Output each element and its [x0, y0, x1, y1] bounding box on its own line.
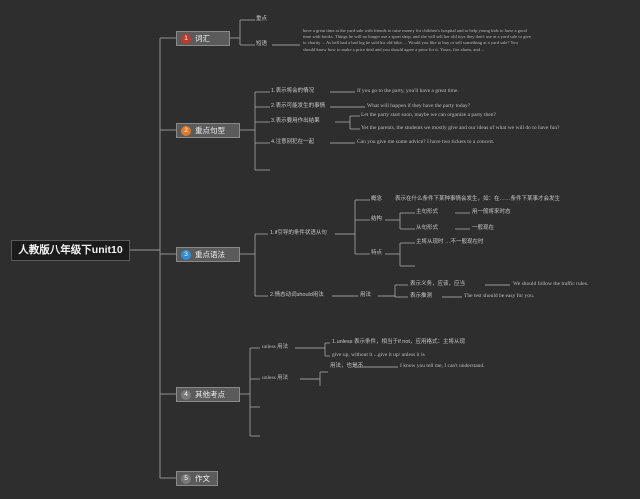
- badge-3: 3: [181, 250, 191, 260]
- other-example: I know you tell me, I can't understand.: [400, 363, 485, 369]
- sentence-example: Yet the parents, the students we mostly …: [361, 125, 560, 131]
- topic-composition[interactable]: 5 作文: [176, 471, 218, 486]
- topic-vocabulary[interactable]: 1 词汇: [176, 31, 230, 46]
- sentence-item[interactable]: 3.表示要用作出结果: [271, 118, 320, 124]
- badge-5: 5: [181, 474, 191, 484]
- sentence-item[interactable]: 2.表示可能发生的事情: [271, 103, 326, 109]
- grammar-node[interactable]: 特点: [371, 250, 383, 256]
- grammar-desc: …不一般现在时: [445, 239, 484, 245]
- topic-label: 词汇: [195, 34, 210, 43]
- other-branch-unless-2[interactable]: unless 用法: [262, 375, 289, 381]
- grammar-node[interactable]: 表示义务，应该，应当: [410, 281, 466, 287]
- sentence-item[interactable]: 4.注意别犯在一起: [271, 139, 315, 145]
- topic-label: 作文: [195, 474, 210, 483]
- vocab-item[interactable]: 重点: [256, 16, 268, 22]
- grammar-desc: 一般现在: [472, 225, 495, 231]
- topic-other-points[interactable]: 4 其他考点: [176, 387, 240, 402]
- topic-label: 重点句型: [195, 126, 225, 135]
- other-line: give up, without it ...give it up/ unles…: [332, 352, 425, 358]
- badge-1: 1: [181, 34, 191, 44]
- sentence-example: Let the party start soon, maybe we can o…: [361, 112, 496, 118]
- grammar-branch-should[interactable]: 2.情态动词should用法: [270, 292, 324, 298]
- grammar-node[interactable]: 用法: [360, 292, 372, 298]
- sentence-example: Can you give me some advice? I have two …: [357, 139, 495, 145]
- root-node[interactable]: 人教版八年级下unit10: [11, 240, 130, 261]
- badge-2: 2: [181, 126, 191, 136]
- grammar-node[interactable]: 主句形式: [416, 209, 439, 215]
- sentence-item[interactable]: 1.表示将会的情况: [271, 88, 315, 94]
- vocab-paragraph: have a great time at the yard sale with …: [303, 28, 531, 52]
- topic-key-sentences[interactable]: 2 重点句型: [176, 123, 240, 138]
- sentence-example: If you go to the party, you'll have a gr…: [357, 88, 459, 94]
- grammar-branch-if[interactable]: 1.if引导的条件状语从句: [270, 230, 327, 236]
- grammar-desc: 用一般将来时态: [472, 209, 511, 215]
- topic-label: 重点语法: [195, 250, 225, 259]
- other-node[interactable]: 用法，也是不: [330, 363, 364, 369]
- badge-4: 4: [181, 390, 191, 400]
- other-line: 1.unless 表示条件，相当于if not，应用格式：主将从现: [332, 339, 465, 345]
- other-branch-unless[interactable]: unless 用法: [262, 344, 289, 350]
- grammar-node[interactable]: 从句形式: [416, 225, 439, 231]
- grammar-node[interactable]: 概念: [371, 196, 383, 202]
- topic-key-grammar[interactable]: 3 重点语法: [176, 247, 240, 262]
- grammar-node[interactable]: 结构: [371, 216, 383, 222]
- grammar-node[interactable]: 表示推测: [410, 293, 433, 299]
- grammar-node[interactable]: 主将从现时: [416, 239, 444, 245]
- sentence-example: What will happen if they have the party …: [367, 103, 471, 109]
- grammar-example: The test should be easy for you.: [464, 293, 535, 299]
- grammar-example: We should follow the traffic rules.: [513, 281, 589, 287]
- topic-label: 其他考点: [195, 390, 225, 399]
- grammar-desc: 表示在什么条件下某种事情会发生，如：在……条件下某事才会发生: [395, 196, 561, 202]
- vocab-item[interactable]: 短语: [256, 41, 268, 47]
